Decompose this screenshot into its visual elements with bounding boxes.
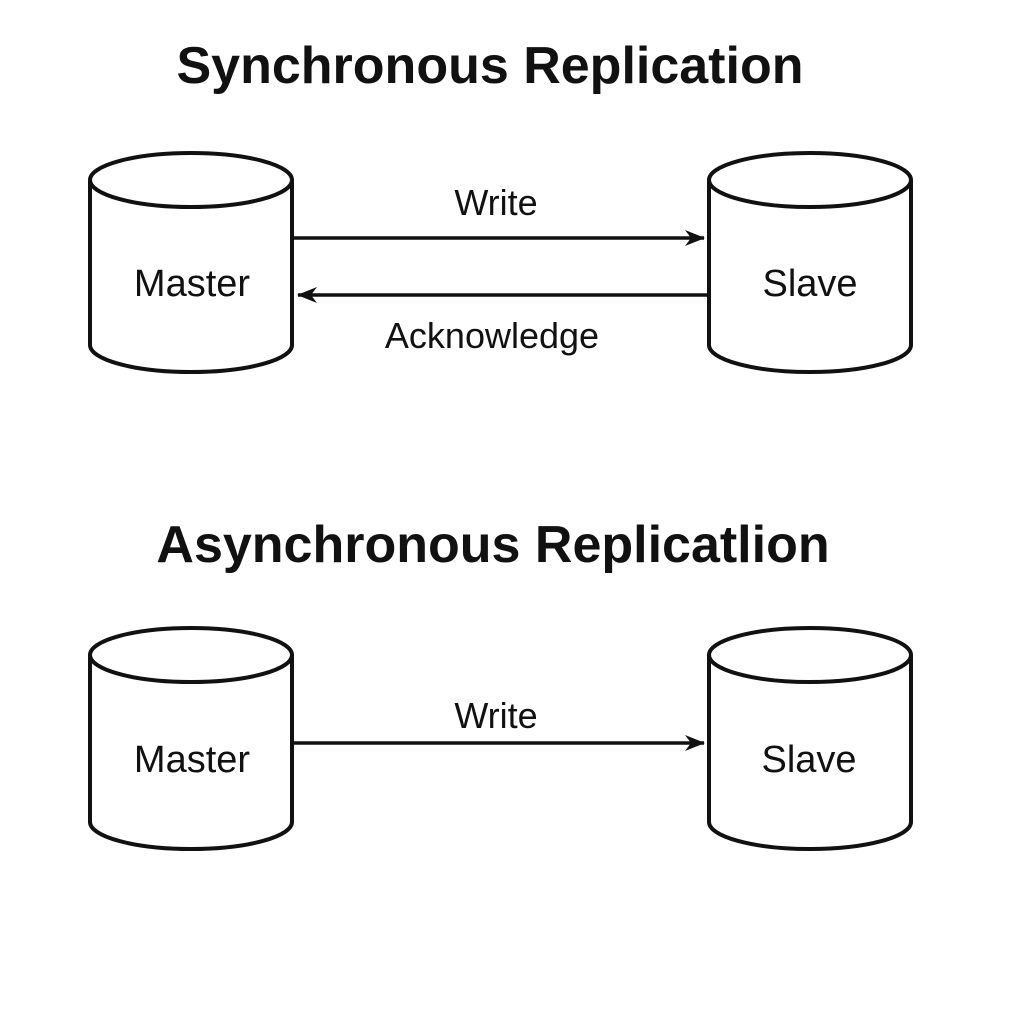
- sync-slave-node: Slave: [707, 151, 913, 374]
- asynchronous-title: Asynchronous Replicatlion: [156, 516, 829, 574]
- database-cylinder-icon: [707, 151, 913, 374]
- sync-acknowledge-arrow: Acknowledge: [297, 287, 707, 356]
- async-write-arrow: Write: [294, 695, 705, 751]
- asynchronous-section: Asynchronous Replicatlion Master Slave W…: [88, 516, 913, 851]
- async-slave-node: Slave: [707, 626, 913, 851]
- database-cylinder-icon: [88, 626, 294, 851]
- sync-write-label: Write: [454, 182, 537, 223]
- database-cylinder-icon: [707, 626, 913, 851]
- synchronous-title: Synchronous Replication: [177, 37, 804, 95]
- sync-master-label: Master: [134, 263, 250, 305]
- async-slave-label: Slave: [761, 739, 856, 781]
- sync-slave-label: Slave: [762, 263, 857, 305]
- sync-acknowledge-label: Acknowledge: [385, 315, 599, 356]
- async-write-label: Write: [454, 695, 537, 736]
- sync-write-arrow: Write: [294, 182, 705, 246]
- database-cylinder-icon: [88, 151, 294, 374]
- async-master-node: Master: [88, 626, 294, 851]
- async-master-label: Master: [134, 739, 250, 781]
- sync-master-node: Master: [88, 151, 294, 374]
- synchronous-section: Synchronous Replication Master Slave Wri…: [88, 37, 913, 374]
